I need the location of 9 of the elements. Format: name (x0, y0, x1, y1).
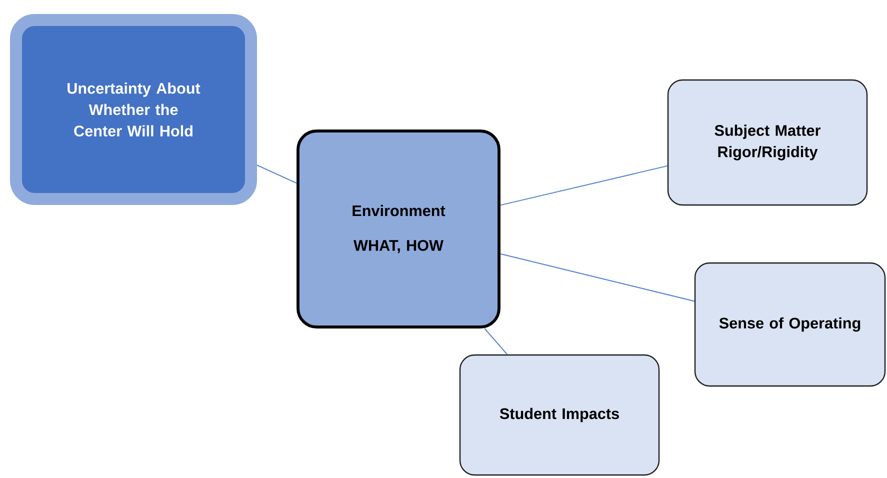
connector-line (500, 253, 695, 302)
connector-line (484, 328, 508, 355)
topic-box: Student Impacts (459, 354, 660, 476)
connector-line (256, 164, 297, 184)
central-box: Environment WHAT, HOW (296, 130, 500, 328)
heading-box: Uncertainty About Whether the Center Will Hold (10, 14, 257, 205)
topic-box: Sense of Operating (694, 262, 886, 387)
topic-box: Subject Matter Rigor/Rigidity (667, 79, 868, 206)
connector-line (500, 165, 668, 206)
